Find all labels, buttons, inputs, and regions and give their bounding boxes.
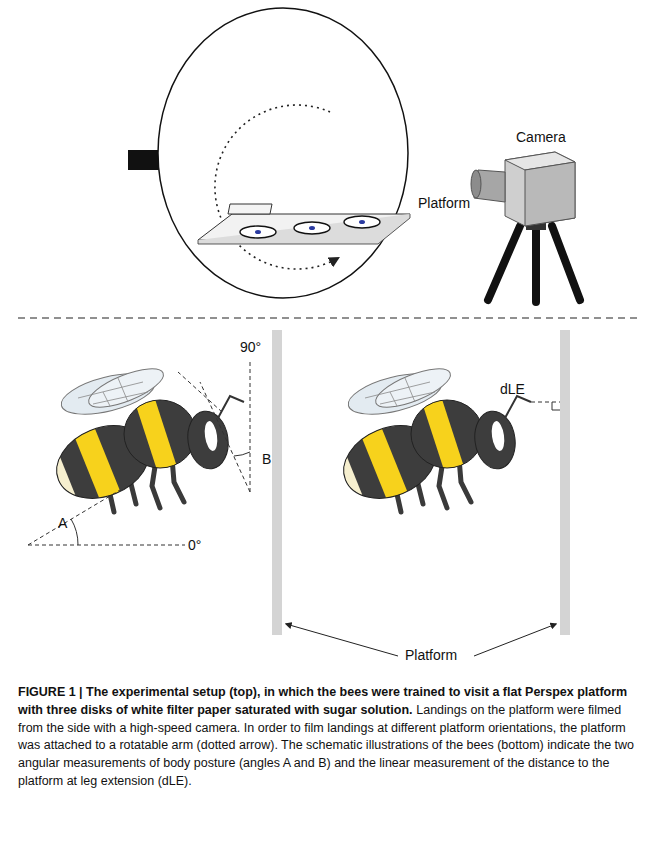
camera-label: Camera xyxy=(516,130,566,145)
angle-label: 0° xyxy=(188,538,201,553)
distance-label: dLE xyxy=(500,382,525,397)
platform-label: Platform xyxy=(418,196,470,211)
figure-caption: FIGURE 1 | The experimental setup (top),… xyxy=(18,684,638,791)
angle-label: B xyxy=(262,452,271,467)
angle-label: A xyxy=(58,516,67,531)
angle-label: 90° xyxy=(240,340,261,355)
platform-label: Platform xyxy=(405,648,457,663)
